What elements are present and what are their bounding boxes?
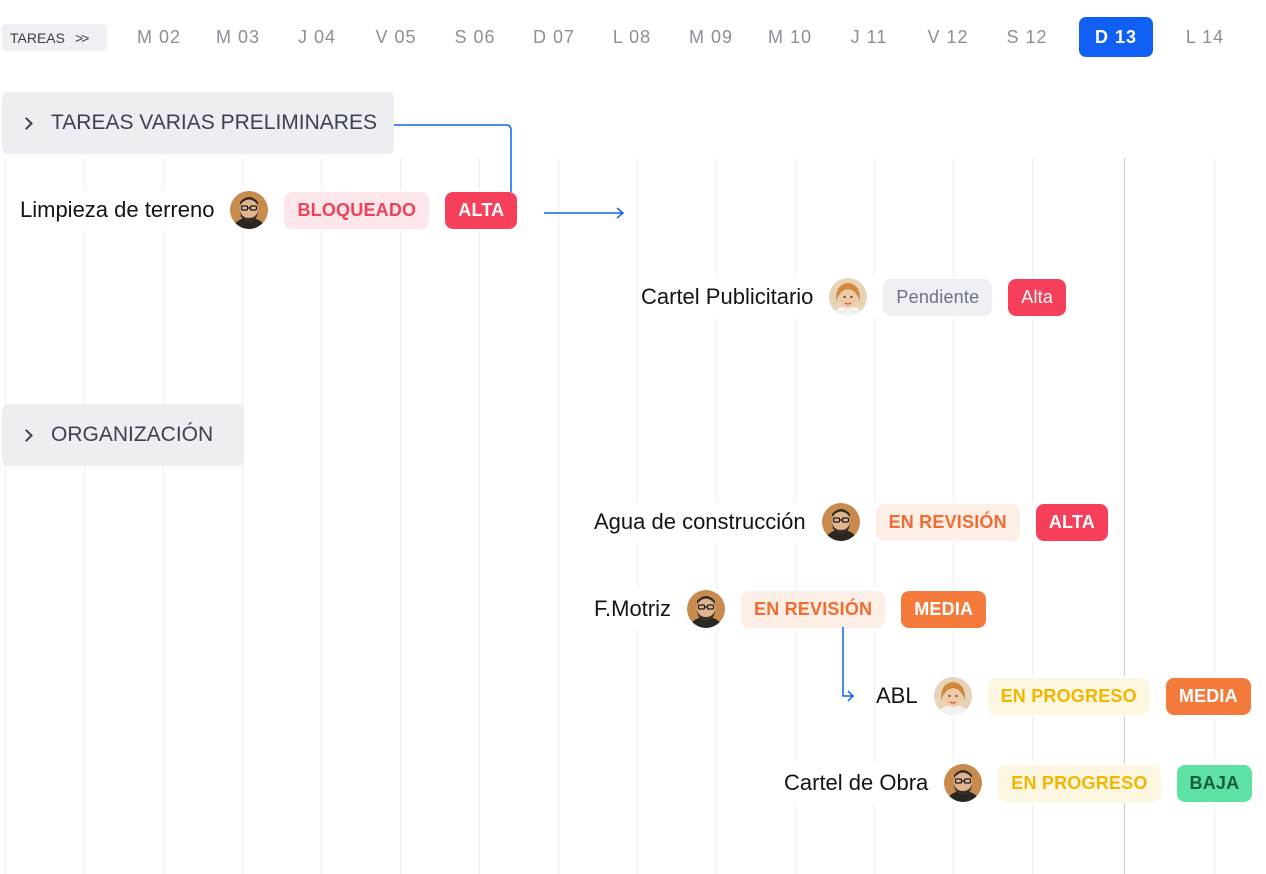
priority-badge[interactable]: ALTA [1035,503,1108,541]
arrowhead-icon [616,207,625,219]
task-row[interactable]: Agua de construcción EN REVISIÓN ALTA [594,502,1124,542]
grid-line [84,158,85,874]
today-line [1124,158,1125,874]
group-label: TAREAS VARIAS PRELIMINARES [51,111,377,134]
priority-badge[interactable]: MEDIA [901,590,987,628]
double-chevron-right-icon: >> [74,29,89,46]
task-name: Agua de construcción [594,509,806,534]
avatar [933,677,972,715]
grid-line [242,158,243,874]
chevron-right-icon [20,116,33,130]
dependency-arrow [394,124,512,192]
task-row[interactable]: F.Motriz EN REVISIÓN MEDIA [594,589,1003,629]
task-name: Cartel de Obra [784,770,929,795]
grid-line [5,158,6,874]
grid-line [163,158,164,874]
status-badge[interactable]: EN REVISIÓN [875,503,1020,541]
grid-line [400,158,401,874]
avatar [687,590,725,628]
day-header[interactable]: M 10 [767,26,813,47]
day-header[interactable]: J 04 [297,26,337,47]
group-organizacion[interactable]: ORGANIZACIÓN [2,404,244,466]
group-label: ORGANIZACIÓN [51,423,214,446]
task-row[interactable]: Cartel Publicitario Pendiente Alta [641,277,1083,317]
task-name: ABL [876,683,918,708]
day-header[interactable]: J 11 [850,26,888,47]
tasks-toggle-label: TAREAS [10,29,65,46]
day-header[interactable]: M 02 [136,26,182,47]
grid-line [558,158,559,874]
day-header[interactable]: D 13 [1079,17,1153,57]
arrowhead-icon [847,690,855,702]
day-header[interactable]: V 05 [375,26,417,47]
avatar [230,191,269,229]
grid-line [321,158,322,874]
status-badge[interactable]: EN REVISIÓN [741,590,886,628]
task-row[interactable]: Limpieza de terreno BLOQUEADO ALTA [20,190,534,230]
avatar [829,278,868,316]
avatar [821,503,860,541]
grid-line [479,158,480,874]
task-row[interactable]: Cartel de Obra EN PROGRESO BAJA [784,763,1253,803]
status-badge[interactable]: Pendiente [883,278,993,316]
status-badge[interactable]: EN PROGRESO [987,677,1150,715]
task-name: F.Motriz [594,596,671,621]
status-badge[interactable]: EN PROGRESO [998,764,1161,802]
priority-badge[interactable]: MEDIA [1165,677,1251,715]
task-name: Cartel Publicitario [641,284,814,309]
tasks-panel-toggle[interactable]: TAREAS >> [2,24,107,51]
day-header[interactable]: M 09 [688,26,734,47]
day-header[interactable]: S 12 [1006,26,1048,47]
grid-line [1214,158,1215,874]
group-tareas-varias-preliminares[interactable]: TAREAS VARIAS PRELIMINARES [2,92,394,154]
day-header[interactable]: V 12 [927,26,969,47]
day-header[interactable]: M 03 [215,26,261,47]
status-badge[interactable]: BLOQUEADO [284,191,430,229]
dependency-arrow [842,627,853,697]
day-header[interactable]: S 06 [454,26,496,47]
priority-badge[interactable]: BAJA [1176,764,1253,802]
task-name: Limpieza de terreno [20,197,215,222]
task-row[interactable]: ABL EN PROGRESO MEDIA [876,676,1266,716]
priority-badge[interactable]: ALTA [445,191,518,229]
priority-badge[interactable]: Alta [1008,278,1067,316]
day-header[interactable]: L 08 [612,26,652,47]
day-header[interactable]: L 14 [1185,26,1225,47]
chevron-right-icon [20,428,33,442]
day-header[interactable]: D 07 [532,26,576,47]
avatar [944,764,983,802]
